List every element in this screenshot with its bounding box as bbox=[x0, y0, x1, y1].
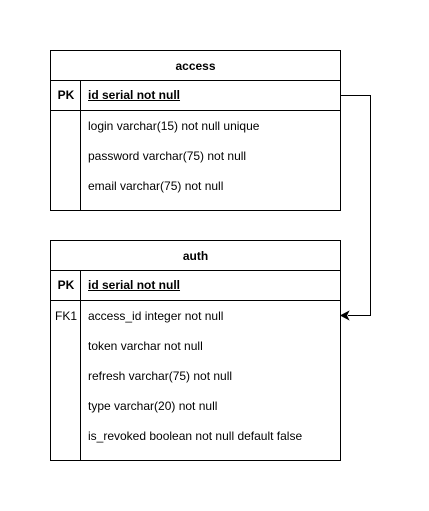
auth-field-row: is_revoked boolean not null default fals… bbox=[51, 421, 340, 451]
access-fields-divider bbox=[80, 111, 81, 210]
access-field-password: password varchar(75) not null bbox=[88, 149, 247, 163]
auth-field-row: FK1 access_id integer not null bbox=[51, 301, 340, 331]
access-field-login: login varchar(15) not null unique bbox=[88, 119, 260, 133]
access-field-row: password varchar(75) not null bbox=[51, 141, 340, 171]
auth-field-access-id: access_id integer not null bbox=[88, 309, 224, 323]
auth-field-token: token varchar not null bbox=[88, 339, 203, 353]
auth-field-key bbox=[51, 421, 81, 451]
relationship-arrowhead-icon bbox=[339, 310, 350, 321]
access-pk-field: id serial not null bbox=[88, 88, 181, 102]
relationship-line bbox=[341, 95, 371, 316]
auth-field-key bbox=[51, 391, 81, 421]
access-field-key bbox=[51, 141, 81, 171]
auth-field-row: refresh varchar(75) not null bbox=[51, 361, 340, 391]
auth-field-key bbox=[51, 361, 81, 391]
auth-field-is-revoked: is_revoked boolean not null default fals… bbox=[88, 429, 303, 443]
auth-field-key bbox=[51, 331, 81, 361]
access-field-row: email varchar(75) not null bbox=[51, 171, 340, 201]
access-pk-divider bbox=[80, 81, 81, 110]
auth-fk-key: FK1 bbox=[54, 309, 77, 323]
access-pk-key: PK bbox=[57, 88, 75, 102]
access-fields: login varchar(15) not null unique passwo… bbox=[51, 111, 340, 210]
auth-field-row: type varchar(20) not null bbox=[51, 391, 340, 421]
auth-field-type: type varchar(20) not null bbox=[88, 399, 218, 413]
auth-pk-divider bbox=[80, 271, 81, 300]
auth-field-refresh: refresh varchar(75) not null bbox=[88, 369, 233, 383]
access-field-key bbox=[51, 111, 81, 141]
auth-fields: FK1 access_id integer not null token var… bbox=[51, 301, 340, 460]
auth-pk-key: PK bbox=[57, 278, 75, 292]
access-pk-row: PK id serial not null bbox=[51, 81, 340, 111]
auth-fields-divider bbox=[80, 301, 81, 460]
auth-pk-row: PK id serial not null bbox=[51, 271, 340, 301]
access-field-email: email varchar(75) not null bbox=[88, 179, 224, 193]
auth-pk-field: id serial not null bbox=[88, 278, 181, 292]
auth-field-row: token varchar not null bbox=[51, 331, 340, 361]
access-table[interactable]: access PK id serial not null login varch… bbox=[50, 50, 341, 211]
auth-table-title: auth bbox=[51, 241, 340, 271]
access-field-key bbox=[51, 171, 81, 201]
access-field-row: login varchar(15) not null unique bbox=[51, 111, 340, 141]
access-table-title: access bbox=[51, 51, 340, 81]
auth-table[interactable]: auth PK id serial not null FK1 access_id… bbox=[50, 240, 341, 461]
